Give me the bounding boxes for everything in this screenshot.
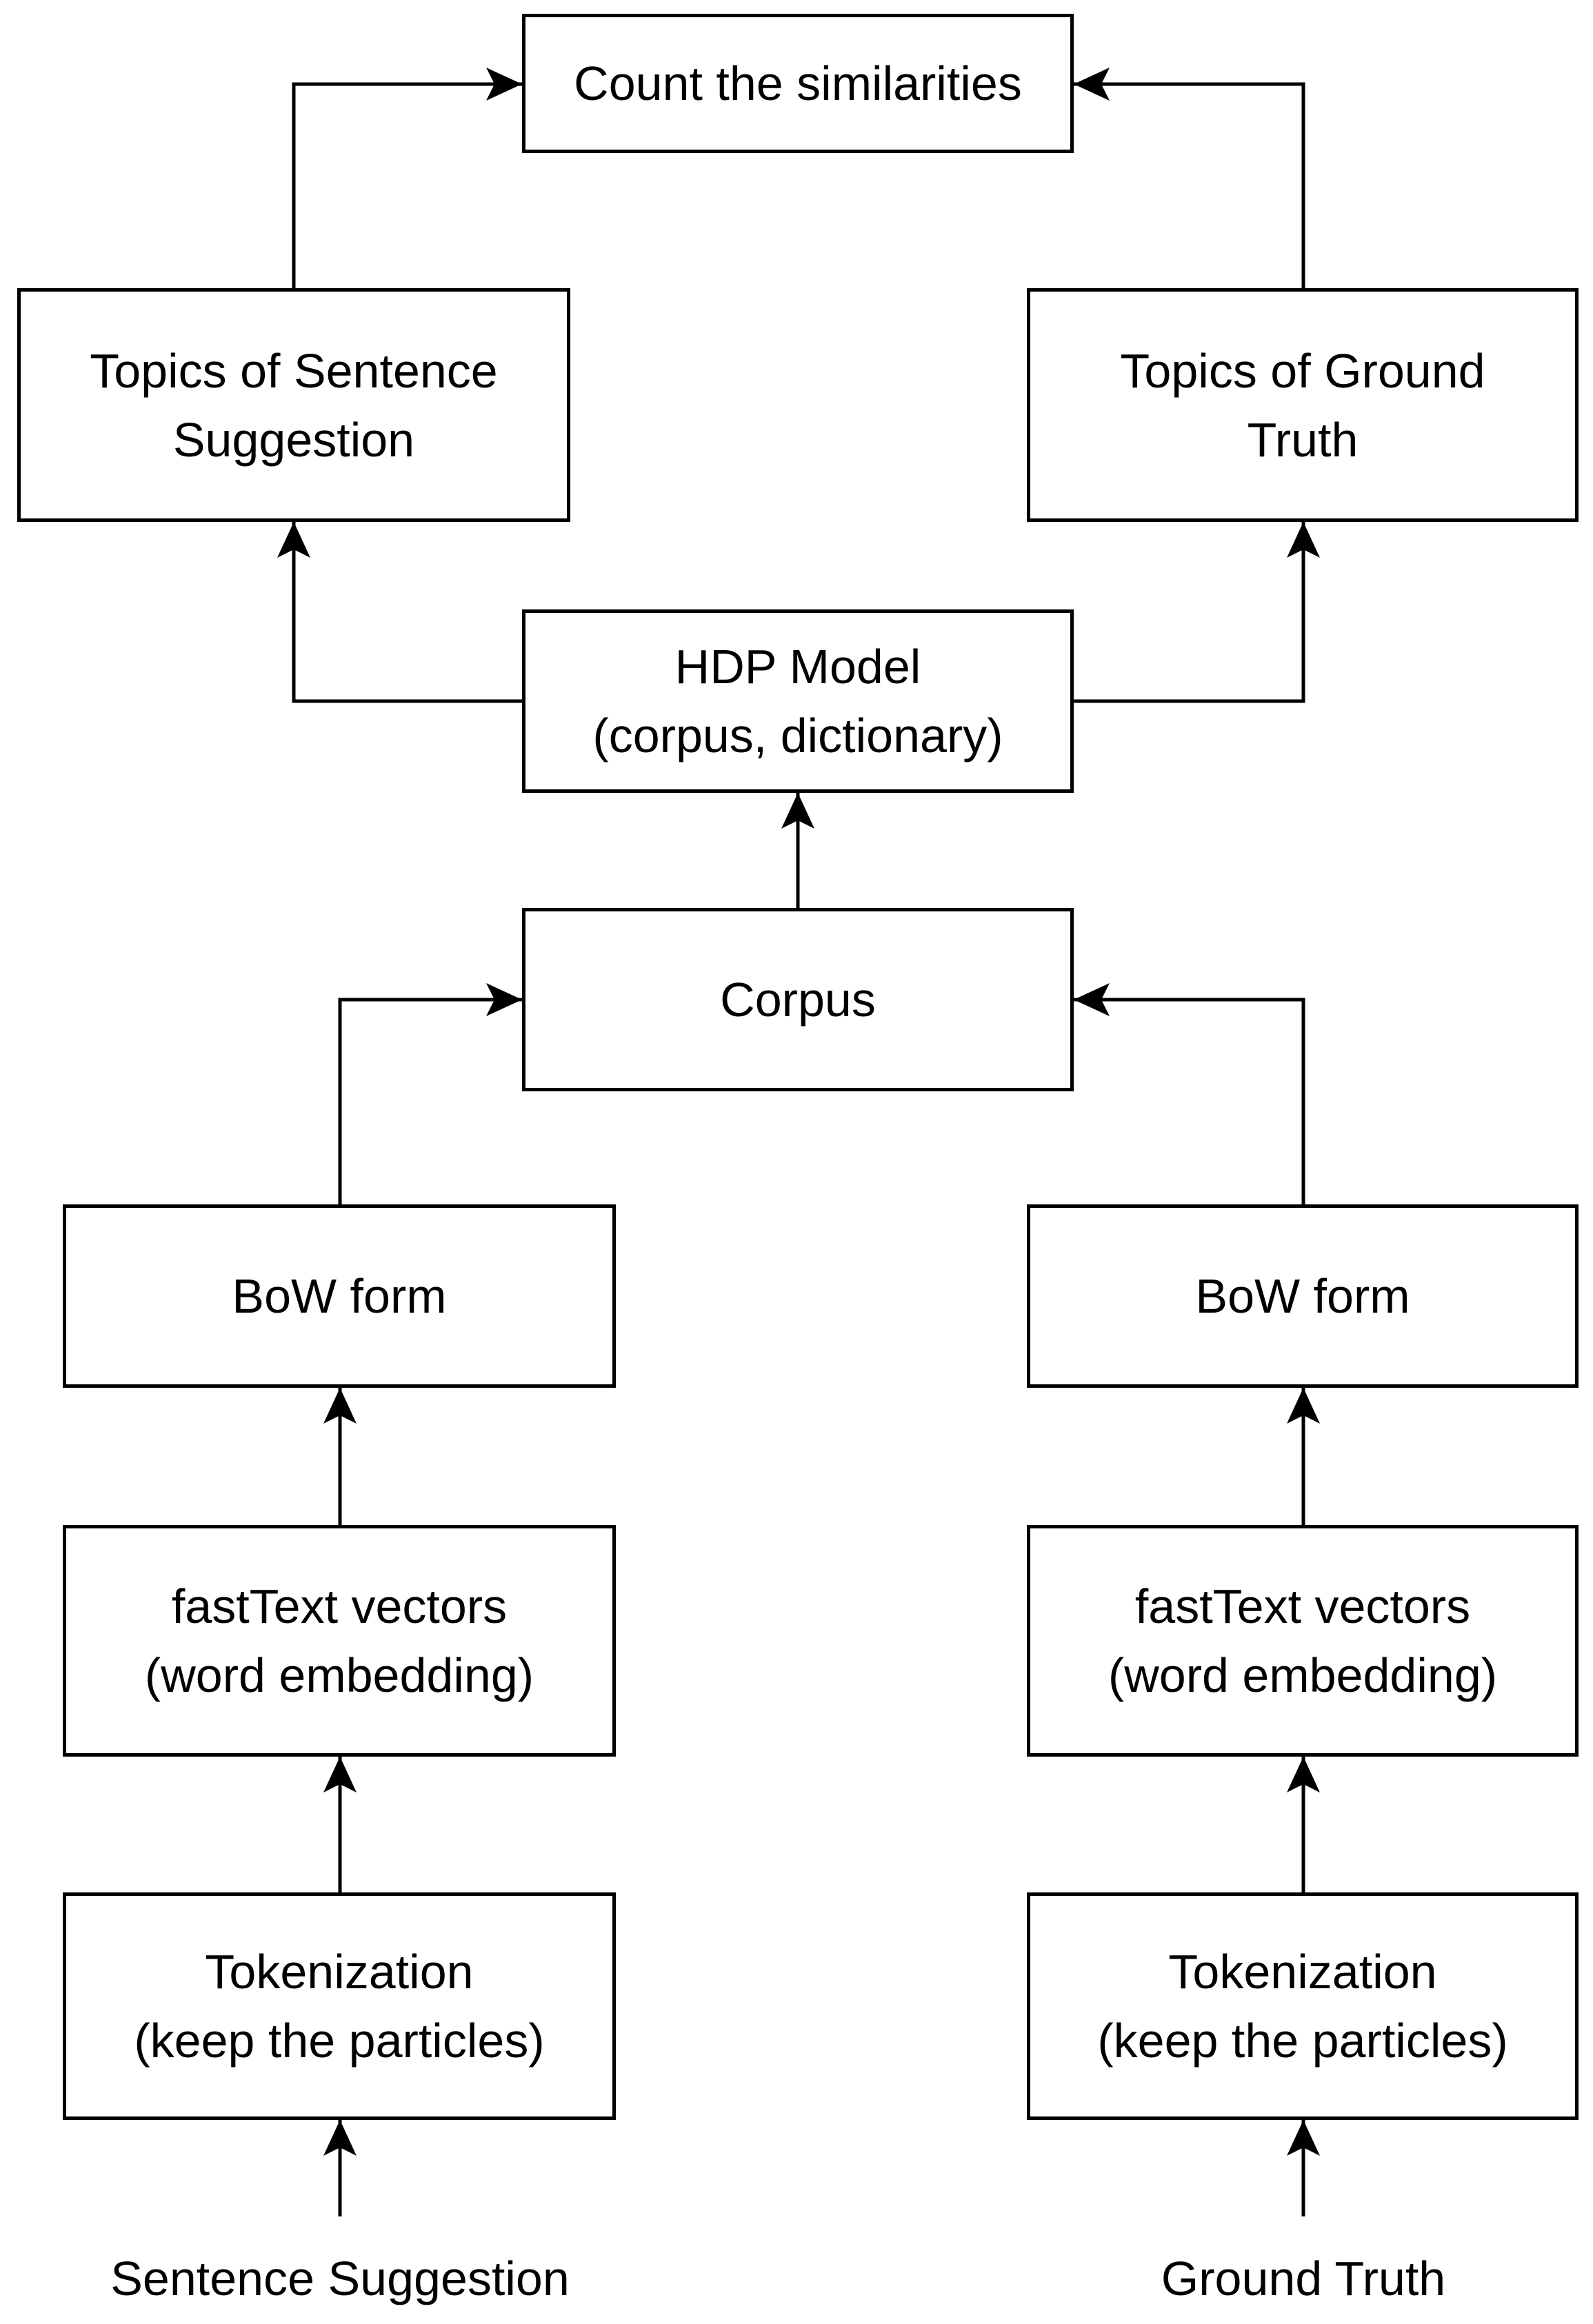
arrow-bow-right-to-corpus [1074,983,1305,1204]
fasttext-left-line-2: (word embedding) [144,1648,534,1702]
bow-form-right-box: BoW form [1027,1204,1579,1388]
topics-sentence-line-1: Topics of Sentence [90,343,498,398]
tokenization-left-line-1: Tokenization [205,1945,474,1999]
tokenization-right-line-2: (keep the particles) [1097,2014,1508,2068]
fasttext-left-line-1: fastText vectors [171,1579,508,1633]
topics-sentence-line-2: Suggestion [172,412,415,467]
bow-form-right-text: BoW form [1195,1269,1410,1323]
hdp-model-line-1: HDP Model [674,640,921,694]
tokenization-left-box: Tokenization (keep the particles) [63,1892,616,2120]
fasttext-vectors-right-box: fastText vectors (word embedding) [1027,1525,1579,1757]
arrow-hdp-to-topics-ground [1074,522,1320,703]
arrow-topics-sentence-to-count [292,68,522,288]
topics-ground-truth-box: Topics of Ground Truth [1027,288,1579,522]
fasttext-vectors-left-box: fastText vectors (word embedding) [63,1525,616,1757]
arrow-topics-ground-to-count [1074,68,1305,288]
tokenization-right-box: Tokenization (keep the particles) [1027,1892,1579,2120]
arrow-hdp-to-topics-sentence [277,522,522,703]
bow-form-left-text: BoW form [232,1269,447,1323]
tokenization-right-line-1: Tokenization [1168,1945,1437,1999]
count-similarities-box: Count the similarities [522,14,1074,153]
input-ground-truth-label: Ground Truth [1161,2252,1446,2305]
hdp-model-box: HDP Model (corpus, dictionary) [522,609,1074,793]
corpus-box: Corpus [522,908,1074,1091]
input-sentence-suggestion-label: Sentence Suggestion [110,2252,570,2305]
tokenization-left-line-2: (keep the particles) [134,2014,545,2068]
fasttext-right-line-1: fastText vectors [1134,1579,1471,1633]
count-similarities-text: Count the similarities [574,57,1022,110]
corpus-text: Corpus [720,973,876,1027]
topics-ground-line-2: Truth [1247,412,1359,467]
bow-form-left-box: BoW form [63,1204,616,1388]
arrow-bow-left-to-corpus [338,983,522,1204]
hdp-model-line-2: (corpus, dictionary) [592,709,1003,762]
fasttext-right-line-2: (word embedding) [1108,1648,1498,1702]
topics-ground-line-1: Topics of Ground [1120,343,1485,398]
topics-sentence-suggestion-box: Topics of Sentence Suggestion [17,288,570,522]
